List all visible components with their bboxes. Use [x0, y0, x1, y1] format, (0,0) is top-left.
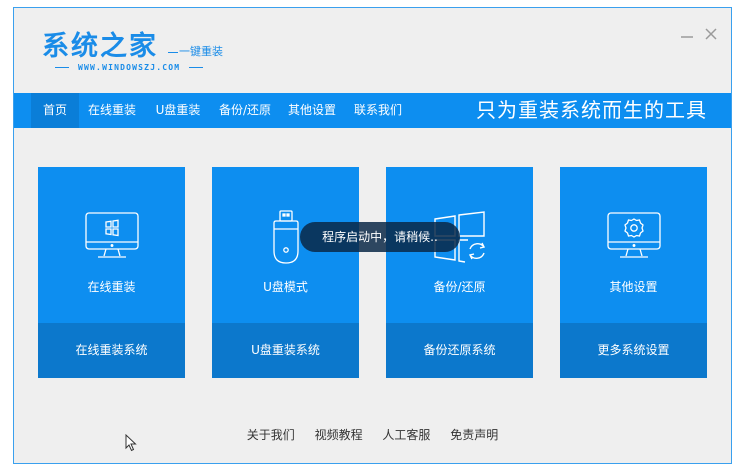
minimize-button[interactable] [680, 26, 694, 45]
close-icon [705, 28, 717, 40]
main-nav: 首页 在线重装 U盘重装 备份/还原 其他设置 联系我们 只为重装系统而生的工具 [14, 93, 731, 128]
app-window: 系统之家 一键重装 WWW.WINDOWSZJ.COM 首页 在线重装 U盘重装… [13, 7, 732, 464]
monitor-gear-icon [606, 212, 661, 258]
logo-title: 系统之家 [42, 31, 158, 62]
card-title: 备份/还原 [433, 280, 486, 294]
monitor-windows-icon [84, 212, 139, 258]
card-title: 其他设置 [609, 280, 658, 294]
nav-tab-contact-us[interactable]: 联系我们 [353, 103, 402, 117]
logo-divider [189, 67, 204, 68]
card-icon-wrap [560, 211, 707, 267]
logo-url-text: WWW.WINDOWSZJ.COM [78, 63, 181, 72]
logo-subtitle: 一键重装 [168, 43, 223, 59]
nav-tab-other-settings[interactable]: 其他设置 [287, 103, 336, 117]
card-title: U盘模式 [263, 280, 308, 294]
usb-drive-icon [272, 210, 299, 264]
card-icon-wrap [38, 211, 185, 267]
card-online-reinstall[interactable]: 在线重装 在线重装系统 [38, 167, 185, 378]
card-icon-wrap [212, 209, 359, 265]
card-title: 在线重装 [87, 280, 136, 294]
card-other-settings[interactable]: 其他设置 更多系统设置 [560, 167, 707, 378]
loading-toast: 程序启动中，请稍候.. [300, 222, 460, 252]
slogan: 只为重装系统而生的工具 [476, 98, 707, 122]
online-reinstall-button[interactable]: 在线重装系统 [38, 323, 185, 378]
logo-url: WWW.WINDOWSZJ.COM [46, 63, 212, 72]
footer-link-disclaimer[interactable]: 免责声明 [450, 428, 499, 442]
card-backup-restore[interactable]: 备份/还原 备份还原系统 [386, 167, 533, 378]
minimize-icon [681, 36, 693, 38]
close-button[interactable] [704, 26, 718, 45]
footer-link-customer-service[interactable]: 人工客服 [382, 428, 431, 442]
nav-tab-backup-restore[interactable]: 备份/还原 [218, 103, 272, 117]
nav-tab-online-reinstall[interactable]: 在线重装 [87, 103, 136, 117]
card-usb-mode[interactable]: U盘模式 U盘重装系统 [212, 167, 359, 378]
nav-tab-usb-reinstall[interactable]: U盘重装 [155, 103, 201, 117]
footer-link-video-tutorial[interactable]: 视频教程 [314, 428, 363, 442]
backup-restore-button[interactable]: 备份还原系统 [386, 323, 533, 378]
nav-tab-home[interactable]: 首页 [31, 93, 79, 128]
more-settings-button[interactable]: 更多系统设置 [560, 323, 707, 378]
footer-link-about[interactable]: 关于我们 [246, 428, 295, 442]
usb-reinstall-button[interactable]: U盘重装系统 [212, 323, 359, 378]
logo-divider [55, 67, 69, 68]
footer-links: 关于我们 视频教程 人工客服 免责声明 [14, 426, 731, 443]
mouse-cursor-icon [125, 433, 137, 456]
